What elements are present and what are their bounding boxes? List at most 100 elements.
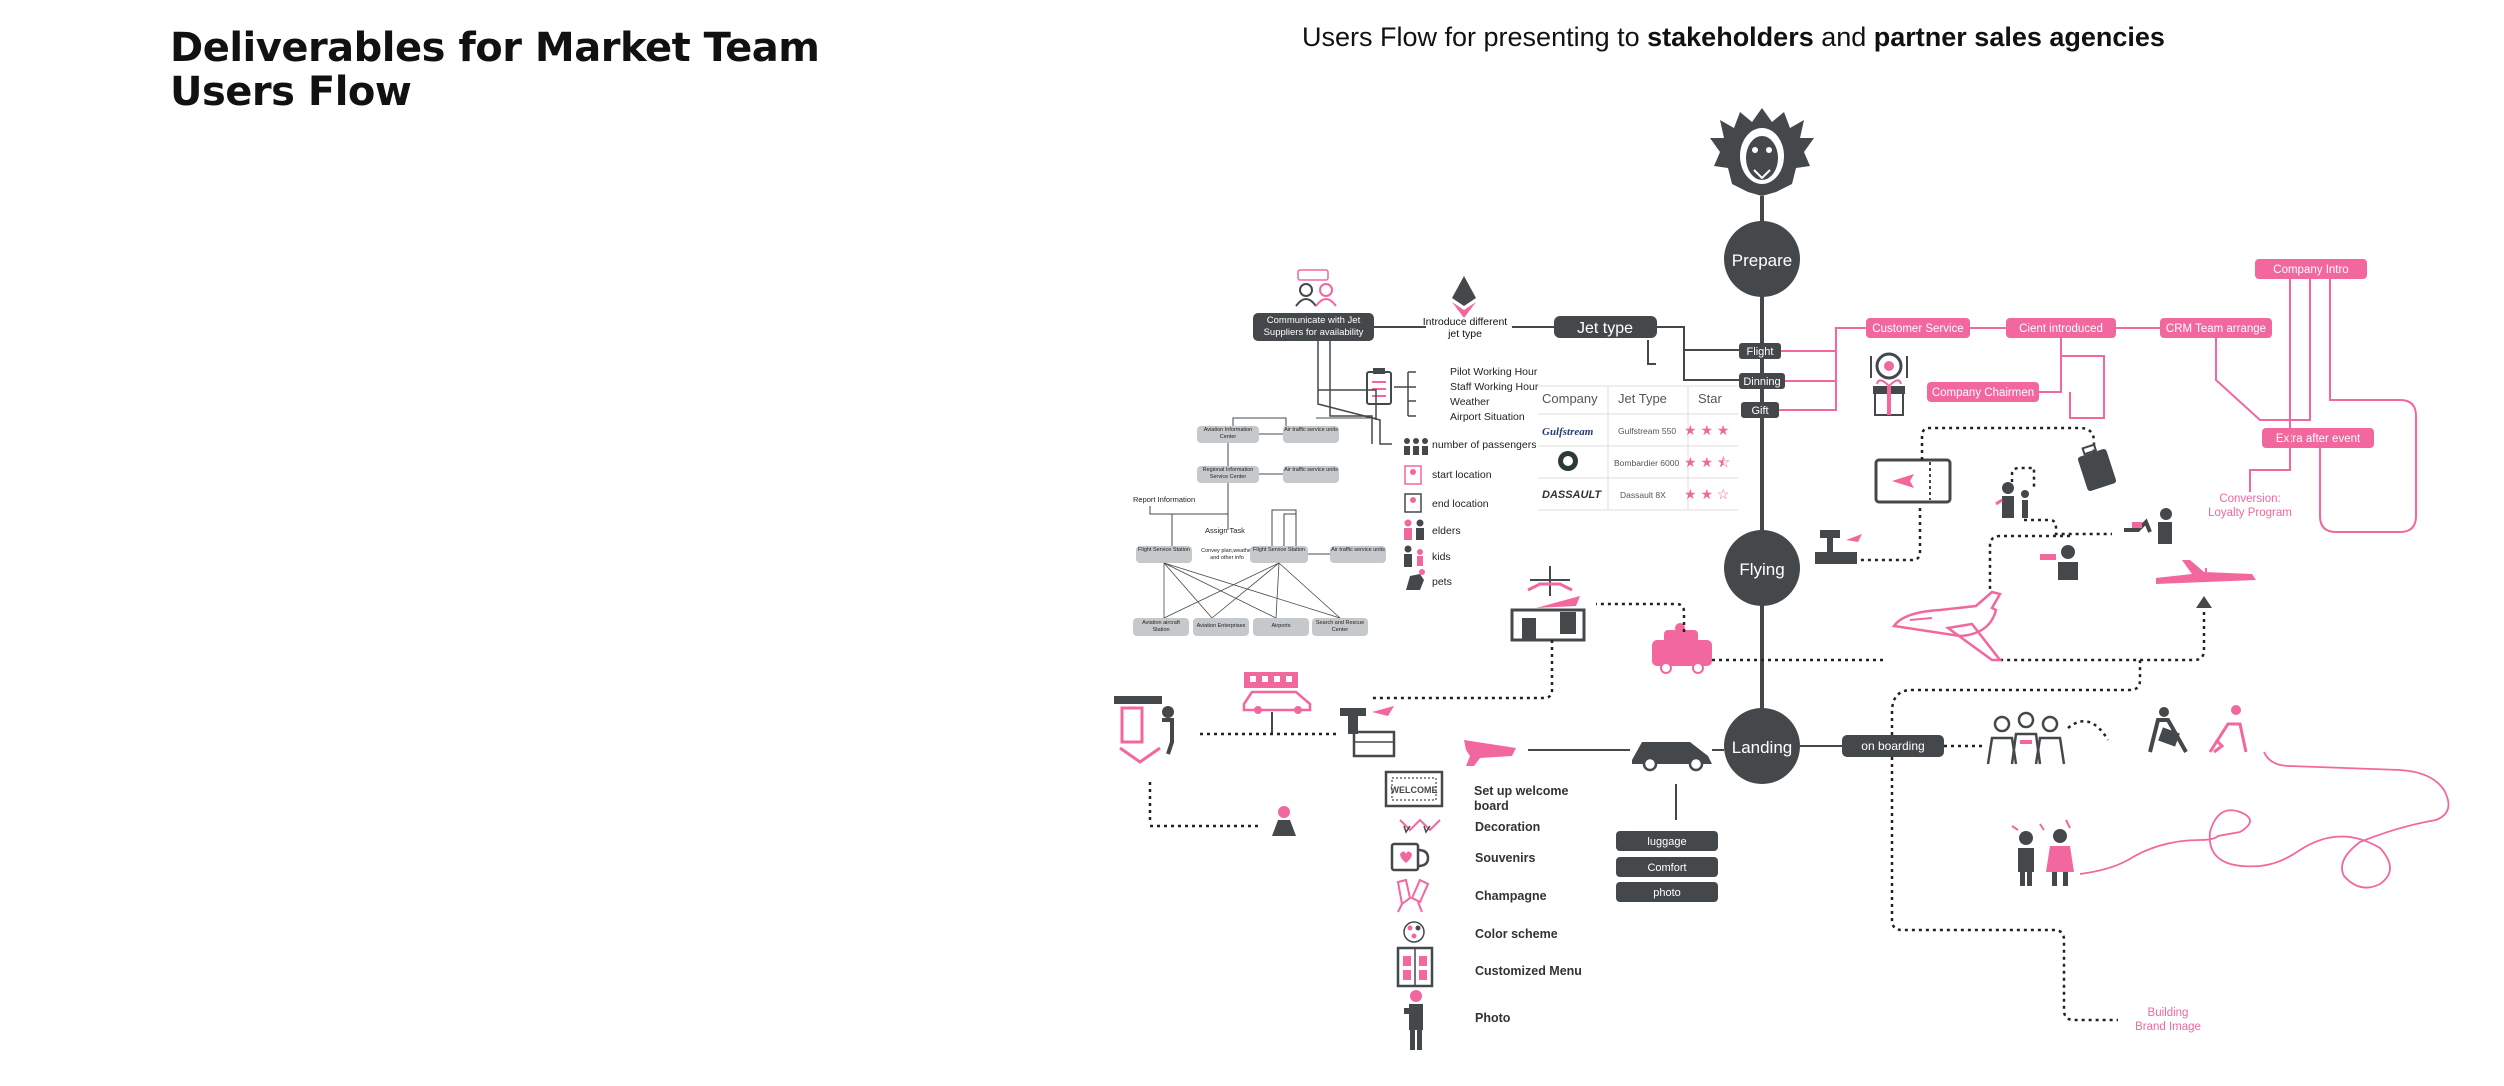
company-intro-box[interactable] xyxy=(2255,259,2367,279)
org-node-ae[interactable] xyxy=(1193,618,1249,636)
car-option-luggage[interactable] xyxy=(1616,831,1718,851)
on-boarding-label: on boarding xyxy=(1861,739,1924,753)
phase-flying[interactable]: Flying xyxy=(1724,530,1800,606)
subtitle-bold-1: stakeholders xyxy=(1647,22,1814,52)
org-node-sar-label: Search and Rescue Center xyxy=(1315,620,1365,633)
phase-prepare-label: Prepare xyxy=(1732,251,1792,270)
table-company-1: Gulfstream xyxy=(1542,426,1594,438)
welcome-item-5: Color scheme xyxy=(1475,927,1558,941)
welcome-item-2: Decoration xyxy=(1475,820,1540,834)
checklist-item-4: Airport Situation xyxy=(1450,411,1525,423)
service-dinning[interactable] xyxy=(1739,373,1785,389)
org-node-sar[interactable] xyxy=(1312,618,1368,636)
org-node-airports[interactable] xyxy=(1253,618,1309,636)
org-node-fss1[interactable] xyxy=(1136,546,1192,563)
service-dinning-label: Dinning xyxy=(1743,376,1780,388)
lion-logo xyxy=(1710,108,1814,196)
table-jet-1: Gulfstream 550 xyxy=(1618,426,1676,436)
dinner-plate-icon xyxy=(1870,352,1908,380)
driver-icon xyxy=(1272,806,1296,836)
welcome-item-6: Customized Menu xyxy=(1475,964,1582,978)
baggage-cart-icon xyxy=(2148,707,2188,753)
client-introduced-label: Cient introduced xyxy=(2019,323,2103,335)
title-line-1: Deliverables for Market Team xyxy=(170,25,820,71)
passenger-item-2: start location xyxy=(1432,469,1492,481)
introduce-label: Introduce different jet type xyxy=(1422,316,1508,340)
org-node-atc2[interactable] xyxy=(1283,466,1339,483)
pink-swirl-line xyxy=(2079,751,2450,889)
welcome-item-1: Set up welcome board xyxy=(1474,784,1569,813)
org-node-fss2[interactable] xyxy=(1250,546,1308,563)
crm-label: CRM Team arrange xyxy=(2166,323,2266,335)
client-introduced-box[interactable] xyxy=(2006,318,2116,338)
org-node-ams-label: Aviation aircraft Station xyxy=(1142,620,1180,633)
org-node-atc3[interactable] xyxy=(1330,546,1386,563)
table-stars-3: ★ ★ ☆ xyxy=(1684,486,1729,502)
passenger-item-3: end location xyxy=(1432,498,1489,510)
service-flight[interactable] xyxy=(1739,343,1781,359)
lounge-passenger-icon[interactable] xyxy=(1114,696,1174,764)
org-node-atc3-label: Air traffic service units xyxy=(1331,547,1385,553)
org-node-rasc[interactable] xyxy=(1197,466,1259,483)
org-node-ae-label: Aviation Enterprises xyxy=(1196,623,1246,629)
subtitle-bold-2: partner sales agencies xyxy=(1873,22,2165,52)
phase-flying-label: Flying xyxy=(1739,560,1784,579)
subtitle: Users Flow for presenting to stakeholder… xyxy=(1302,22,2165,53)
pets-icon xyxy=(1406,569,1425,590)
pink-limo-icon xyxy=(1242,672,1312,714)
company-intro-label: Company Intro xyxy=(2273,264,2348,276)
jet-plane-takeoff-icon[interactable] xyxy=(1891,590,2003,662)
welcome-sign-text: WELCOME xyxy=(1391,785,1438,795)
table-jet-3: Dassault 8X xyxy=(1620,490,1666,500)
car-option-comfort[interactable] xyxy=(1616,857,1718,877)
phase-landing[interactable]: Landing xyxy=(1724,708,1800,784)
conversion-label-2: Loyalty Program xyxy=(2208,507,2292,519)
table-jet-2: Bombardier 6000 xyxy=(1614,458,1679,468)
crm-box[interactable] xyxy=(2160,318,2272,338)
car-option-comfort-label: Comfort xyxy=(1647,862,1686,874)
table-header-jet: Jet Type xyxy=(1618,391,1667,406)
extra-event-label: Extra after event xyxy=(2276,433,2361,445)
car-option-photo-label: photo xyxy=(1653,887,1681,899)
passenger-item-5: kids xyxy=(1432,551,1451,563)
company-chairmen-label: Company Chairmen xyxy=(1932,387,2034,399)
page-title: Deliverables for Market Team Users Flow xyxy=(170,25,820,115)
communicate-box[interactable] xyxy=(1253,313,1374,341)
customer-service-box[interactable] xyxy=(1866,318,1970,338)
suppliers-icon xyxy=(1295,269,1337,307)
org-report-label: Report Information xyxy=(1133,495,1195,504)
welcome-item-7: Photo xyxy=(1475,1011,1511,1025)
table-stars-1: ★ ★ ★ xyxy=(1684,422,1729,438)
table-stars-2: ★ ★ ⯪ xyxy=(1684,454,1730,470)
car-option-photo[interactable] xyxy=(1616,882,1718,902)
org-node-aic[interactable] xyxy=(1197,426,1259,443)
org-assign-label: Assign Task xyxy=(1205,526,1245,535)
service-flight-label: Flight xyxy=(1747,346,1774,358)
airport-shop-icon xyxy=(1510,566,1586,642)
service-gift[interactable] xyxy=(1741,402,1779,418)
boarding-passenger-icon xyxy=(2208,705,2248,754)
welcome-item-3: Souvenirs xyxy=(1475,851,1535,865)
passengers-icon xyxy=(1404,438,1428,455)
end-location-icon xyxy=(1404,493,1422,513)
company-chairmen-box[interactable] xyxy=(1927,382,2039,402)
on-boarding-box[interactable] xyxy=(1842,735,1944,757)
org-node-atc1[interactable] xyxy=(1283,426,1339,443)
color-scheme-icon xyxy=(1403,921,1425,943)
champagne-icon xyxy=(1396,878,1430,913)
conversion-label-1: Conversion: xyxy=(2219,493,2280,505)
decoration-icon xyxy=(1399,818,1441,834)
control-tower-icon xyxy=(1815,530,1862,564)
luggage-icon xyxy=(2077,443,2117,491)
dining-service-icon xyxy=(2040,545,2078,580)
boarding-pass-icon[interactable] xyxy=(1874,458,1952,504)
phase-prepare[interactable]: Prepare xyxy=(1724,221,1800,297)
jet-table: Company Jet Type Star Gulfstream Gulfstr… xyxy=(1538,385,1738,511)
table-header-star: Star xyxy=(1698,391,1723,406)
title-line-2: Users Flow xyxy=(170,69,412,115)
jet-type-box[interactable] xyxy=(1554,316,1657,338)
airport-tower-icon xyxy=(1340,706,1396,758)
phase-landing-label: Landing xyxy=(1732,738,1793,757)
org-node-ams[interactable] xyxy=(1133,618,1189,636)
brand-image-label-1: Building xyxy=(2148,1007,2189,1019)
